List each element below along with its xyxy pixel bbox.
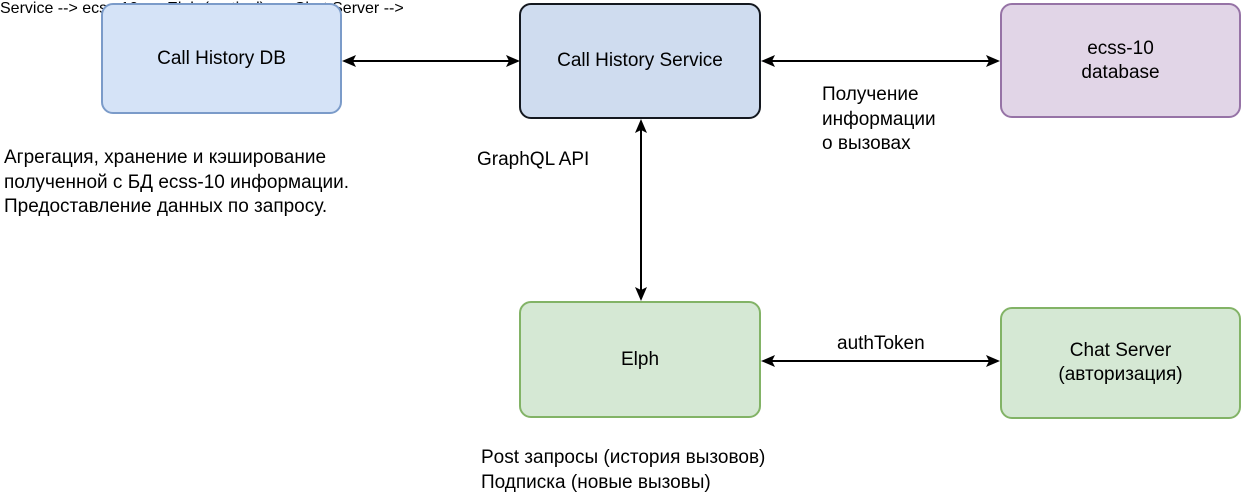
- edge-label-graphql-api: GraphQL API: [477, 149, 590, 170]
- edge-elph-chatserver[interactable]: [761, 349, 1000, 373]
- node-ecss10-database[interactable]: ecss-10 database: [1000, 3, 1241, 118]
- edge-label-auth-token: authToken: [837, 333, 925, 354]
- annotation-db-description: Агрегация, хранение и кэширование получе…: [4, 147, 350, 218]
- edge-label-poluchenie-informacii: Получение информации о вызовах: [822, 84, 936, 155]
- edge-service-elph[interactable]: [629, 119, 653, 301]
- node-elph[interactable]: Elph: [519, 301, 761, 418]
- node-chat-server[interactable]: Chat Server (авторизация): [1000, 307, 1241, 419]
- annotation-elph-description: Post запросы (история вызовов) Подписка …: [481, 447, 766, 493]
- node-call-history-service[interactable]: Call History Service: [519, 3, 761, 119]
- edge-db-service[interactable]: [342, 49, 520, 73]
- edge-service-ecss10[interactable]: [761, 49, 1000, 73]
- node-call-history-db[interactable]: Call History DB: [101, 3, 342, 114]
